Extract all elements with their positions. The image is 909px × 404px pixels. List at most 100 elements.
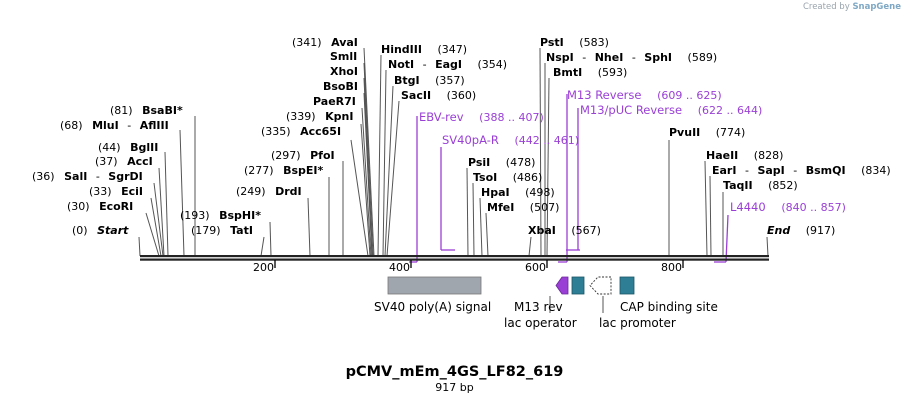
ruler-label-400: 400 xyxy=(389,261,410,274)
start-label-group: (0) Start xyxy=(72,224,129,237)
enzyme-xbai: XbaI (567) xyxy=(528,224,601,237)
m13-rev-arrow xyxy=(555,276,569,295)
enzyme-xbai-name: XbaI xyxy=(528,224,556,237)
enzyme-avai-pos: (341) xyxy=(292,36,322,49)
enzyme-afliii-name: AflIII xyxy=(140,119,169,132)
enzyme-bsphi: (193) BspHI* xyxy=(180,209,261,222)
enzyme-sgrdi-name: SgrDI xyxy=(108,170,142,183)
enzyme-avai: (341) AvaI xyxy=(292,36,358,49)
enzyme-kpni: (339) KpnI xyxy=(286,110,353,123)
enzyme-bglii: (44) BglII xyxy=(98,141,158,154)
end-position: (917) xyxy=(806,224,836,237)
enzyme-pvuii: PvuII (774) xyxy=(669,126,745,139)
credit-brand: SnapGene xyxy=(852,2,901,12)
enzyme-mfei-name: MfeI xyxy=(487,201,514,214)
primer-ebv-rev-name: EBV-rev xyxy=(419,110,464,124)
primer-m13-reverse: M13 Reverse (609 .. 625) xyxy=(567,88,722,102)
ruler-label-600: 600 xyxy=(525,261,546,274)
feature-lac-promoter-label: lac promoter xyxy=(599,316,676,330)
enzyme-eagi-name: EagI xyxy=(435,58,462,71)
enzyme-sali-name: SalI xyxy=(64,170,87,183)
enzyme-nspi-pos: (589) xyxy=(688,51,718,64)
enzyme-sapi-name: SapI xyxy=(757,164,784,177)
feature-labels: SV40 poly(A) signal M13 rev lac operator… xyxy=(374,300,718,330)
enzyme-tati: (179) TatI xyxy=(191,224,253,237)
enzyme-bsabi: (81) BsaBI* xyxy=(110,104,183,117)
enzyme-bspei: (277) BspEI* xyxy=(244,164,324,177)
enzyme-psii-name: PsiI xyxy=(468,156,490,169)
enzyme-psti: PstI (583) xyxy=(540,36,609,49)
sv40-polya-box xyxy=(387,276,482,295)
enzyme-noti-name: NotI xyxy=(388,58,414,71)
feature-cap-binding-label: CAP binding site xyxy=(620,300,718,314)
enzyme-btgi-name: BtgI xyxy=(394,74,420,87)
primer-sv40pa-r: SV40pA-R (442 .. 461) xyxy=(442,133,579,147)
lac-promoter-arrow xyxy=(589,276,612,295)
enzyme-drdi: (249) DrdI xyxy=(236,185,302,198)
primer-lines xyxy=(409,94,729,263)
enzyme-xhoi: XhoI xyxy=(330,65,358,78)
primer-l4440-range: (840 .. 857) xyxy=(781,201,846,214)
enzyme-btgi-pos: (357) xyxy=(435,74,465,87)
enzyme-tsoi-name: TsoI xyxy=(473,171,497,184)
primer-m13-reverse-range: (609 .. 625) xyxy=(657,89,722,102)
enzyme-hindiii-pos: (347) xyxy=(437,43,467,56)
enzyme-mlui-pos: (68) xyxy=(60,119,83,132)
left-leader-lines xyxy=(138,47,375,257)
enzyme-hpai: HpaI (498) xyxy=(481,186,555,199)
snapgene-credit: Created by SnapGene xyxy=(803,2,901,12)
dna-backbone xyxy=(140,255,769,261)
enzyme-avai-name: AvaI xyxy=(331,36,358,49)
enzyme-psii-pos: (478) xyxy=(506,156,536,169)
enzyme-acc65i: (335) Acc65I xyxy=(261,125,341,138)
ruler: 200 400 600 800 xyxy=(253,260,684,274)
enzyme-tati-name: TatI xyxy=(230,224,253,237)
enzyme-bsmqi-name: BsmQI xyxy=(806,164,846,177)
enzyme-taqii-pos: (852) xyxy=(768,179,798,192)
enzyme-haeii-name: HaeII xyxy=(706,149,738,162)
enzyme-sacii-pos: (360) xyxy=(447,89,477,102)
enzyme-drdi-pos: (249) xyxy=(236,185,266,198)
enzyme-kpni-name: KpnI xyxy=(325,110,353,123)
enzyme-noti-pos: (354) xyxy=(478,58,508,71)
enzyme-sphi-name: SphI xyxy=(644,51,672,64)
enzyme-hindiii-name: HindIII xyxy=(381,43,422,56)
enzyme-bglii-pos: (44) xyxy=(98,141,121,154)
enzyme-sacii-name: SacII xyxy=(401,89,431,102)
feature-m13-rev-label: M13 rev xyxy=(514,300,563,314)
enzyme-bmti-pos: (593) xyxy=(598,66,628,79)
enzyme-bsobi: BsoBI xyxy=(323,80,358,93)
enzyme-sali: (36) SalI - SgrDI xyxy=(32,170,143,183)
enzyme-sacii: SacII (360) xyxy=(401,89,476,102)
ruler-label-200: 200 xyxy=(253,261,274,274)
end-label-group: End (917) xyxy=(767,224,835,237)
enzyme-eari-pos: (834) xyxy=(861,164,891,177)
enzyme-acci: (37) AccI xyxy=(95,155,153,168)
enzyme-pvuii-name: PvuII xyxy=(669,126,700,139)
enzyme-mfei-pos: (507) xyxy=(530,201,560,214)
enzyme-eari: EarI - SapI - BsmQI (834) xyxy=(712,164,891,177)
enzyme-haeii: HaeII (828) xyxy=(706,149,783,162)
enzyme-kpni-pos: (339) xyxy=(286,110,316,123)
primer-labels: EBV-rev (388 .. 407) SV40pA-R (442 .. 46… xyxy=(419,88,846,214)
lac-operator-box xyxy=(571,276,585,295)
ruler-label-800: 800 xyxy=(661,261,682,274)
enzyme-tsoi-pos: (486) xyxy=(513,171,543,184)
enzyme-paer7i: PaeR7I xyxy=(313,95,356,108)
enzyme-psti-name: PstI xyxy=(540,36,564,49)
enzyme-bmti: BmtI (593) xyxy=(553,66,627,79)
enzyme-hpai-pos: (498) xyxy=(525,186,555,199)
primer-ebv-rev-range: (388 .. 407) xyxy=(479,111,544,124)
right-enzyme-labels: HindIII (347) NotI - EagI (354) BtgI (35… xyxy=(381,36,891,237)
plasmid-length: 917 bp xyxy=(435,381,474,394)
enzyme-smli: SmlI xyxy=(330,50,357,63)
enzyme-bmti-name: BmtI xyxy=(553,66,582,79)
plasmid-name: pCMV_mEm_4GS_LF82_619 xyxy=(345,364,564,380)
primer-line-l4440 xyxy=(725,214,729,263)
enzyme-drdi-name: DrdI xyxy=(275,185,302,198)
start-label: Start xyxy=(97,224,129,237)
enzyme-btgi: BtgI (357) xyxy=(394,74,465,87)
enzyme-nhei-name: NheI xyxy=(595,51,624,64)
enzyme-ecori: (30) EcoRI xyxy=(67,200,133,213)
